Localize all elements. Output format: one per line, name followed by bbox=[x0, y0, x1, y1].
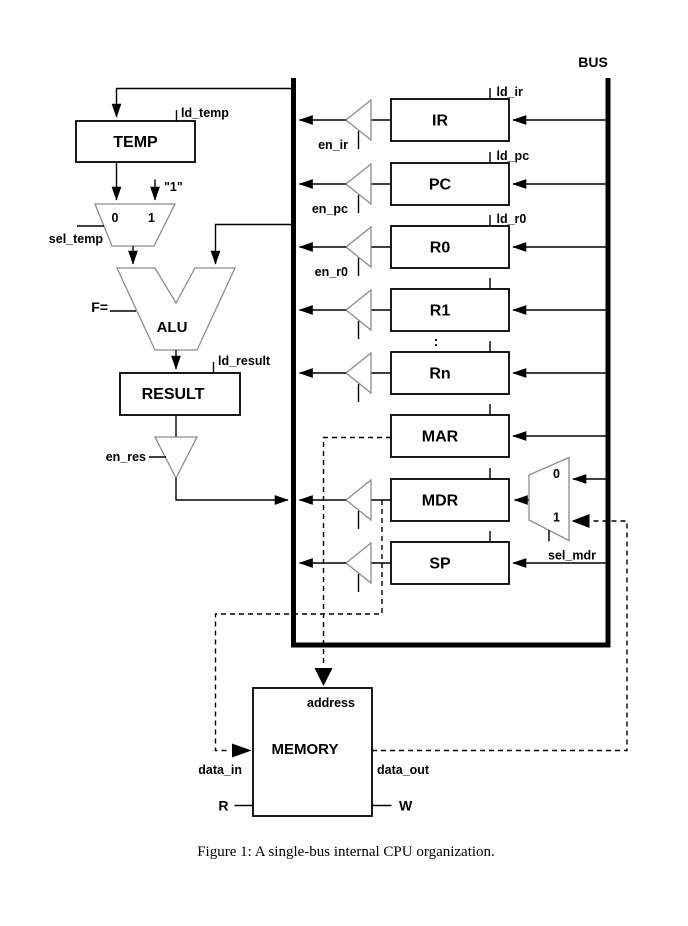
ir-label: IR bbox=[432, 113, 448, 130]
temp-register: TEMP ld_temp bbox=[75, 87, 292, 201]
temp-box bbox=[75, 120, 196, 163]
memory-block: address MEMORY data_in data_out R W bbox=[198, 687, 430, 817]
mar-box bbox=[390, 414, 510, 458]
mdr-mux: 0 1 sel_mdr bbox=[513, 456, 606, 563]
alu: F= ALU bbox=[91, 223, 292, 370]
register-row-ir: IR ld_ir en_ir bbox=[298, 85, 606, 152]
pc-label: PC bbox=[429, 177, 452, 194]
temp-mux: "1" 0 1 sel_temp bbox=[49, 179, 183, 265]
result-tristate: en_res bbox=[106, 436, 289, 505]
mdr-mux-in0: 0 bbox=[553, 467, 560, 481]
en-r0-label: en_r0 bbox=[315, 265, 348, 279]
tristate-buffer-icon bbox=[344, 162, 372, 206]
memory-box bbox=[252, 687, 373, 817]
ld-r0-label: ld_r0 bbox=[497, 212, 527, 226]
temp-mux-in0: 0 bbox=[112, 211, 119, 225]
result-box bbox=[119, 372, 241, 416]
bus-label: BUS bbox=[578, 54, 608, 70]
mar-to-memory-address-path bbox=[314, 436, 391, 686]
dataout-dashed-line bbox=[372, 520, 628, 752]
register-row-mar: MAR bbox=[390, 404, 606, 458]
temp-mux-shape bbox=[94, 203, 177, 247]
memory-address-label: address bbox=[307, 696, 355, 710]
r0-box bbox=[390, 225, 510, 269]
sp-label: SP bbox=[429, 556, 451, 573]
memory-label: MEMORY bbox=[272, 741, 339, 758]
rn-box bbox=[390, 351, 510, 395]
memory-dataout-label: data_out bbox=[377, 763, 430, 777]
register-row-sp: SP bbox=[298, 531, 606, 592]
datain-arrowhead-icon bbox=[232, 743, 252, 758]
mdr-to-memory-datain-path bbox=[214, 500, 383, 758]
memory-write-label: W bbox=[399, 798, 413, 814]
pc-box bbox=[390, 162, 510, 206]
alu-flag-label: F= bbox=[91, 299, 108, 315]
memory-dataout-to-mux-path bbox=[372, 514, 628, 752]
sp-box bbox=[390, 541, 510, 585]
ld-result-label: ld_result bbox=[218, 354, 271, 368]
alu-shape bbox=[115, 267, 237, 351]
r1-label: R1 bbox=[430, 303, 451, 320]
figure-caption: Figure 1: A single-bus internal CPU orga… bbox=[197, 844, 495, 860]
temp-mux-in1: 1 bbox=[148, 211, 155, 225]
r0-label: R0 bbox=[430, 240, 451, 257]
mdr-mux-in1: 1 bbox=[553, 511, 560, 525]
tristate-buffer-icon bbox=[344, 288, 372, 332]
tristate-buffer-icon bbox=[344, 225, 372, 269]
tristate-buffer-icon bbox=[344, 541, 372, 585]
sel-mdr-label: sel_mdr bbox=[548, 549, 596, 563]
memory-datain-label: data_in bbox=[198, 763, 242, 777]
dataout-arrowhead-icon bbox=[571, 514, 590, 528]
r1-box bbox=[390, 288, 510, 332]
address-dashed-line bbox=[322, 436, 391, 667]
result-label: RESULT bbox=[142, 386, 205, 403]
tristate-buffer-icon bbox=[344, 98, 372, 142]
register-ellipsis: : bbox=[434, 333, 439, 349]
register-row-rn: Rn bbox=[298, 341, 606, 402]
en-pc-label: en_pc bbox=[312, 202, 348, 216]
datain-dashed-line bbox=[214, 500, 383, 752]
register-row-r1: R1 bbox=[298, 278, 606, 339]
tristate-buffer-icon bbox=[344, 351, 372, 395]
mdr-label: MDR bbox=[422, 493, 459, 510]
register-row-pc: PC ld_pc en_pc bbox=[298, 149, 606, 216]
bus: BUS bbox=[291, 54, 611, 648]
tristate-buffer-icon bbox=[344, 478, 372, 522]
en-res-label: en_res bbox=[106, 450, 146, 464]
en-ir-label: en_ir bbox=[318, 138, 348, 152]
register-row-mdr: MDR bbox=[298, 468, 510, 529]
ld-pc-label: ld_pc bbox=[497, 149, 530, 163]
sel-temp-label: sel_temp bbox=[49, 232, 104, 246]
mdr-mux-shape bbox=[528, 456, 570, 542]
mdr-box bbox=[390, 478, 510, 522]
const-one-label: "1" bbox=[164, 180, 183, 194]
ld-temp-label: ld_temp bbox=[181, 106, 229, 120]
result-to-bus-wire bbox=[175, 478, 289, 505]
mar-label: MAR bbox=[422, 429, 459, 446]
memory-read-label: R bbox=[218, 798, 228, 814]
bus-to-alu-wire bbox=[210, 223, 292, 265]
result-register: ld_result RESULT bbox=[119, 354, 271, 437]
alu-label: ALU bbox=[157, 319, 188, 336]
bus-to-temp-wire bbox=[111, 87, 292, 118]
ir-box bbox=[390, 98, 510, 142]
register-row-r0: R0 ld_r0 en_r0 bbox=[298, 212, 606, 279]
rn-label: Rn bbox=[429, 366, 450, 383]
bus-line bbox=[291, 78, 611, 648]
ld-ir-label: ld_ir bbox=[497, 85, 524, 99]
address-arrowhead-icon bbox=[314, 668, 333, 686]
temp-label: TEMP bbox=[113, 134, 158, 151]
